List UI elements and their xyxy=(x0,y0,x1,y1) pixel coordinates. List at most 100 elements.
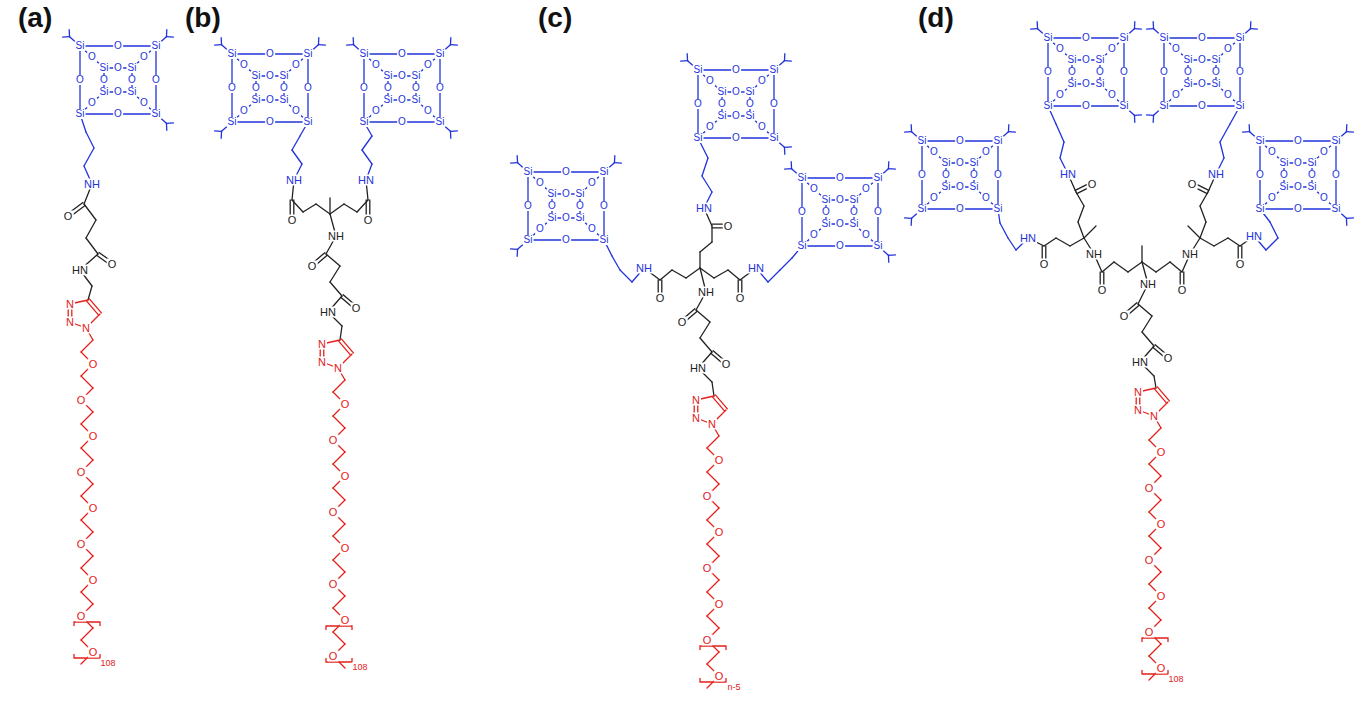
oxygen-atom: O xyxy=(279,83,289,93)
bond-line xyxy=(672,270,686,278)
silicon-atom: Si xyxy=(227,117,238,127)
silicon-atom: Si xyxy=(1043,101,1054,111)
oxygen-atom: O xyxy=(239,106,249,116)
nitrogen-atom: N xyxy=(317,357,327,368)
silicon-atom: Si xyxy=(1043,33,1054,43)
repeat-bracket xyxy=(74,622,100,626)
isopropyl-group xyxy=(450,44,457,46)
atom-label: O xyxy=(76,611,87,622)
isopropyl-group xyxy=(166,122,173,124)
oxygen-atom: O xyxy=(981,193,991,203)
oxygen-atom: O xyxy=(1319,147,1329,157)
oxygen-atom: O xyxy=(835,195,845,205)
isopropyl-group xyxy=(166,30,168,37)
oxygen-atom: O xyxy=(693,99,703,109)
silicon-atom: Si xyxy=(873,241,884,251)
silicon-atom: Si xyxy=(941,182,952,192)
nitrogen-atom: N xyxy=(333,363,343,374)
silicon-atom: Si xyxy=(599,235,610,245)
isopropyl-group xyxy=(1134,115,1136,122)
bond-line xyxy=(330,266,340,282)
oxygen-atom: O xyxy=(363,215,374,226)
atom-label: O xyxy=(1144,627,1155,638)
nitrogen-atom: N xyxy=(691,413,701,424)
silicon-atom: Si xyxy=(1067,79,1078,89)
silicon-atom: Si xyxy=(969,158,980,168)
silicon-atom: Si xyxy=(1235,33,1246,43)
isopropyl-group xyxy=(911,218,913,225)
oxygen-atom: O xyxy=(1119,67,1129,77)
bond-line xyxy=(686,268,700,278)
oxygen-atom: O xyxy=(63,211,74,222)
panel-letter: (a) xyxy=(18,4,52,32)
bond-line xyxy=(330,282,342,296)
nitrogen-atom: N xyxy=(317,339,327,350)
bond-line xyxy=(84,204,96,220)
silicon-atom: Si xyxy=(693,65,704,75)
atom-label: HN xyxy=(695,203,713,214)
oxygen-atom: O xyxy=(1267,147,1277,157)
isopropyl-group xyxy=(888,162,890,169)
bond-line xyxy=(707,580,719,592)
bond-line xyxy=(1102,262,1114,272)
silicon-atom: Si xyxy=(1279,182,1290,192)
silicon-atom: Si xyxy=(75,41,86,51)
atom-label: NH xyxy=(1139,279,1157,290)
oxygen-atom: O xyxy=(835,219,845,229)
silicon-atom: Si xyxy=(1307,182,1318,192)
oxygen-atom: O xyxy=(423,106,433,116)
oxygen-atom: O xyxy=(1081,79,1091,89)
isopropyl-group xyxy=(1249,125,1251,132)
bond-line xyxy=(1220,124,1230,142)
atom-label: O xyxy=(88,431,99,442)
atom-label: O xyxy=(88,647,99,658)
oxygen-atom: O xyxy=(1307,170,1317,180)
isopropyl-group xyxy=(450,130,457,132)
bond-line xyxy=(81,448,93,460)
oxygen-atom: O xyxy=(291,106,301,116)
nitrogen-atom: N xyxy=(1133,387,1143,398)
oxygen-atom: O xyxy=(113,109,123,119)
oxygen-atom: O xyxy=(561,213,571,223)
oxygen-atom: O xyxy=(1119,311,1130,322)
bond-line xyxy=(86,220,96,238)
oxygen-atom: O xyxy=(1293,204,1303,214)
nitrogen-atom: N xyxy=(707,419,717,430)
oxygen-atom: O xyxy=(127,75,137,85)
silicon-atom: Si xyxy=(993,136,1004,146)
atom-label: O xyxy=(76,395,87,406)
bond-line xyxy=(1008,238,1016,250)
oxygen-atom: O xyxy=(1183,67,1193,77)
atom-label: O xyxy=(76,467,87,478)
bond-line xyxy=(768,270,780,282)
oxygen-atom: O xyxy=(849,207,859,217)
isopropyl-group xyxy=(888,255,890,262)
oxygen-atom: O xyxy=(1081,33,1091,43)
oxygen-atom: O xyxy=(731,111,741,121)
silicon-atom: Si xyxy=(717,87,728,97)
isopropyl-group xyxy=(614,156,616,163)
oxygen-atom: O xyxy=(239,60,249,70)
silicon-atom: Si xyxy=(1211,79,1222,89)
oxygen-atom: O xyxy=(757,76,767,86)
oxygen-atom: O xyxy=(139,52,149,62)
nitrogen-atom: N xyxy=(81,323,91,334)
bond-line xyxy=(333,596,345,608)
isopropyl-group xyxy=(1037,22,1039,29)
oxygen-atom: O xyxy=(75,75,85,85)
bond-line xyxy=(1270,222,1278,238)
atom-label: O xyxy=(328,435,339,446)
panel-letter: (d) xyxy=(918,4,954,32)
oxygen-atom: O xyxy=(523,201,533,211)
bond-line xyxy=(712,382,714,396)
oxygen-atom: O xyxy=(227,83,237,93)
bond-line xyxy=(333,560,345,572)
atom-label: NH xyxy=(327,231,345,242)
bond-line xyxy=(620,270,632,282)
oxygen-atom: O xyxy=(1197,33,1207,43)
bond-line xyxy=(292,150,302,164)
oxygen-atom: O xyxy=(981,147,991,157)
bond-line xyxy=(707,652,719,664)
bond-line xyxy=(340,326,342,340)
